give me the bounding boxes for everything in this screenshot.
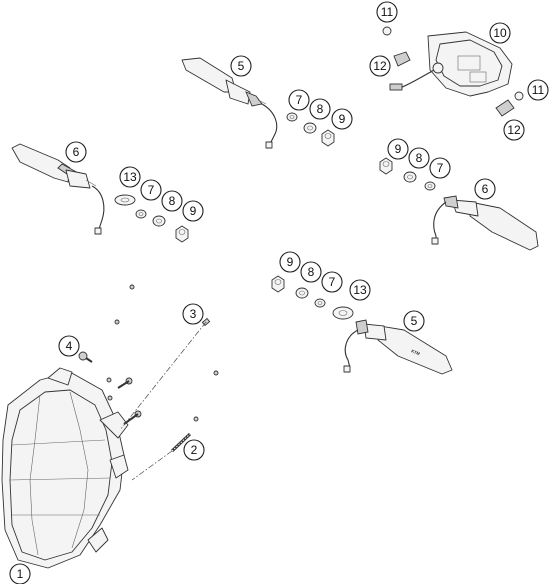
callout-1: 1 [9,563,31,584]
nut-9-left [175,225,189,243]
callout-7-right: 7 [429,157,451,179]
callout-7-top: 7 [288,89,310,111]
svg-text:9: 9 [339,112,346,126]
svg-text:12: 12 [373,59,387,73]
svg-text:12: 12 [507,123,521,137]
screw-2 [170,432,192,453]
nut-9-top [321,129,335,147]
nut-9-right [379,157,393,175]
turn-signal-front-right [431,195,539,251]
svg-text:8: 8 [308,265,315,279]
svg-text:9: 9 [190,204,197,218]
svg-text:10: 10 [493,26,507,40]
svg-text:13: 13 [353,283,367,297]
lockwasher-8-lower [295,287,309,299]
callout-6-left: 6 [65,141,87,163]
screw-4 [78,351,93,363]
callout-7-left: 7 [140,179,162,201]
washer-7-left [135,209,147,219]
lockwasher-8-left [152,215,166,227]
svg-text:9: 9 [287,255,294,269]
gasket-13-left [114,194,136,206]
svg-text:7: 7 [148,183,155,197]
callout-8-right: 8 [408,147,430,169]
lockwasher-8-top [303,122,317,134]
svg-text:9: 9 [395,142,402,156]
svg-text:2: 2 [191,443,198,457]
callout-8-left: 8 [161,190,183,212]
svg-text:5: 5 [238,59,245,73]
svg-text:8: 8 [416,151,423,165]
turn-signal-rear-left [181,57,278,149]
assembly-line-2 [131,450,173,481]
svg-text:6: 6 [482,182,489,196]
rubber-grommet-12-right [495,99,515,117]
washer-7-right [424,181,436,191]
svg-text:13: 13 [123,170,137,184]
svg-text:6: 6 [73,145,80,159]
headlight-assembly [1,367,129,569]
turn-signal-rear-right: KTM [343,319,453,375]
tail-light-assembly [389,31,513,97]
callout-11-right: 11 [527,79,549,101]
callout-6-right: 6 [474,178,496,200]
svg-text:11: 11 [381,5,394,19]
callout-9-right: 9 [387,138,409,160]
callout-11-top: 11 [376,1,398,23]
callout-13-left: 13 [119,166,141,188]
bulb-socket-11-right [514,91,524,101]
rubber-grommet-12-top [393,51,411,67]
bulb-socket-11-top [382,26,392,36]
callout-12-right: 12 [503,119,525,141]
turn-signal-front-left [11,143,105,235]
svg-text:5: 5 [411,314,418,328]
callout-9-lower: 9 [279,251,301,273]
nut-9-lower [271,275,285,293]
washer-7-top [286,112,298,122]
svg-text:4: 4 [66,339,73,353]
callout-12-top: 12 [369,55,391,77]
svg-text:7: 7 [296,93,303,107]
svg-text:8: 8 [169,194,176,208]
callout-8-lower: 8 [300,261,322,283]
gasket-13-lower [332,306,354,320]
callout-8-top: 8 [309,98,331,120]
lockwasher-8-right [403,171,417,183]
washer-7-lower [314,298,326,308]
callout-5-top: 5 [230,55,252,77]
svg-text:11: 11 [532,83,545,97]
callout-10: 10 [489,22,511,44]
loose-screws [106,284,219,425]
callout-7-lower: 7 [321,271,343,293]
turn-signal-brand-mark: KTM [411,348,422,356]
svg-text:3: 3 [190,307,197,321]
svg-text:1: 1 [17,567,24,581]
callout-9-left: 9 [182,200,204,222]
callout-4: 4 [58,335,80,357]
callout-9-top: 9 [331,108,353,130]
svg-text:7: 7 [437,161,444,175]
callout-2: 2 [183,439,205,461]
svg-text:7: 7 [329,275,336,289]
assembly-line-3 [119,321,207,431]
callout-5-lower: 5 [403,310,425,332]
svg-text:8: 8 [317,102,324,116]
callout-13-lower: 13 [349,279,371,301]
callout-3: 3 [182,303,204,325]
